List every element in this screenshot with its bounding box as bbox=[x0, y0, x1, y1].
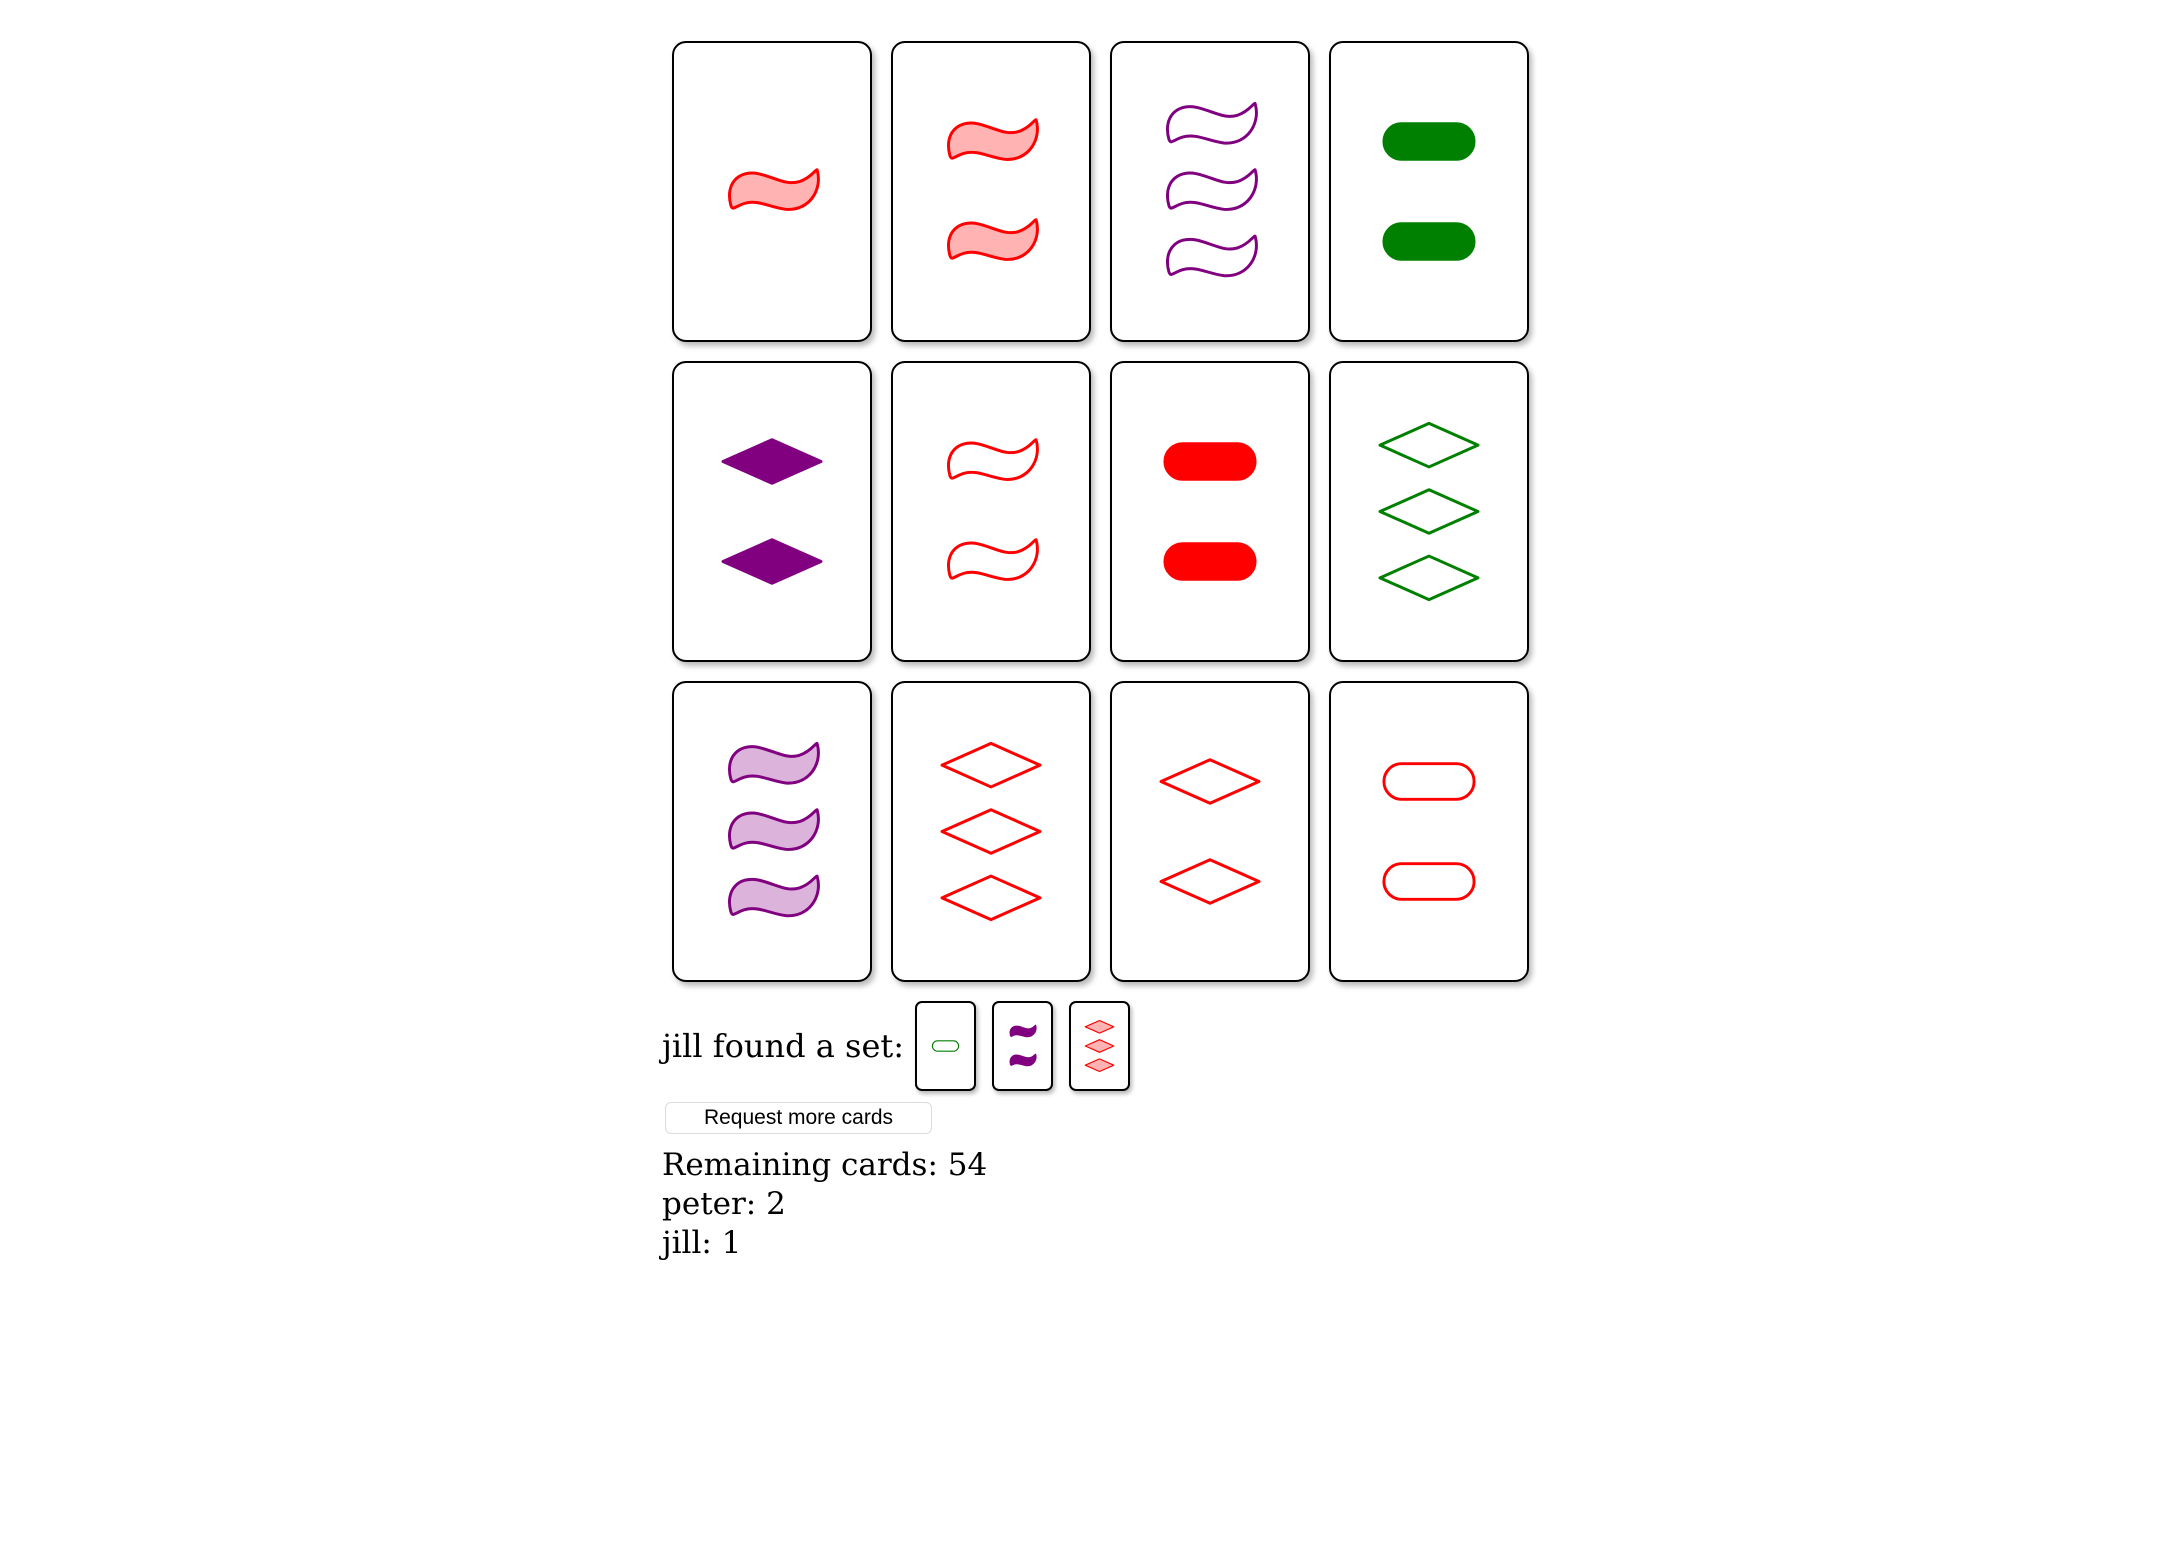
green-diamond-shape bbox=[1378, 488, 1480, 535]
purple-squiggle-shape bbox=[728, 808, 820, 851]
red-diamond-shape bbox=[940, 874, 1042, 922]
red-squiggle-shape bbox=[947, 118, 1039, 161]
set-card-11[interactable] bbox=[1110, 681, 1310, 982]
purple-diamond-shape bbox=[721, 538, 823, 585]
red-diamond-shape bbox=[1159, 858, 1261, 905]
found-set-card-2 bbox=[992, 1001, 1054, 1091]
card-board bbox=[672, 41, 1529, 982]
set-card-10[interactable] bbox=[891, 681, 1091, 982]
set-card-12[interactable] bbox=[1329, 681, 1529, 982]
request-more-cards-button[interactable]: Request more cards bbox=[665, 1102, 932, 1134]
found-set-card-1 bbox=[915, 1001, 977, 1091]
green-oval-shape bbox=[931, 1040, 960, 1052]
set-card-1[interactable] bbox=[672, 41, 872, 342]
purple-squiggle-shape bbox=[728, 741, 820, 785]
red-diamond-shape bbox=[1159, 758, 1261, 805]
red-squiggle-shape bbox=[947, 538, 1039, 581]
remaining-cards-count: Remaining cards: 54 bbox=[662, 1147, 988, 1183]
last-set-row: jill found a set: bbox=[662, 1000, 1146, 1092]
green-diamond-shape bbox=[1378, 421, 1480, 469]
last-set-label: jill found a set: bbox=[662, 1027, 905, 1065]
set-card-8[interactable] bbox=[1329, 361, 1529, 662]
purple-squiggle-shape bbox=[1009, 1024, 1037, 1038]
purple-diamond-shape bbox=[721, 438, 823, 485]
purple-squiggle-shape bbox=[1166, 101, 1258, 145]
red-oval-shape bbox=[1382, 762, 1476, 801]
purple-squiggle-shape bbox=[1166, 168, 1258, 211]
green-oval-shape bbox=[1382, 122, 1476, 161]
red-diamond-shape bbox=[1084, 1039, 1115, 1053]
set-card-3[interactable] bbox=[1110, 41, 1310, 342]
red-diamond-shape bbox=[940, 808, 1042, 855]
set-card-5[interactable] bbox=[672, 361, 872, 662]
red-oval-shape bbox=[1163, 542, 1257, 581]
red-diamond-shape bbox=[1084, 1019, 1115, 1034]
set-card-6[interactable] bbox=[891, 361, 1091, 662]
set-card-9[interactable] bbox=[672, 681, 872, 982]
green-diamond-shape bbox=[1378, 554, 1480, 602]
score-jill: jill: 1 bbox=[662, 1225, 742, 1261]
red-oval-shape bbox=[1382, 862, 1476, 901]
purple-squiggle-shape bbox=[1009, 1053, 1037, 1067]
red-diamond-shape bbox=[1084, 1058, 1115, 1073]
set-card-7[interactable] bbox=[1110, 361, 1310, 662]
red-squiggle-shape bbox=[947, 438, 1039, 481]
last-set-cards bbox=[915, 1001, 1146, 1091]
purple-squiggle-shape bbox=[1166, 234, 1258, 278]
purple-squiggle-shape bbox=[728, 874, 820, 918]
found-set-card-3 bbox=[1069, 1001, 1131, 1091]
red-squiggle-shape bbox=[947, 218, 1039, 261]
score-peter: peter: 2 bbox=[662, 1186, 786, 1222]
red-oval-shape bbox=[1163, 442, 1257, 481]
set-card-2[interactable] bbox=[891, 41, 1091, 342]
green-oval-shape bbox=[1382, 222, 1476, 261]
red-diamond-shape bbox=[940, 741, 1042, 789]
set-card-4[interactable] bbox=[1329, 41, 1529, 342]
red-squiggle-shape bbox=[728, 168, 820, 211]
